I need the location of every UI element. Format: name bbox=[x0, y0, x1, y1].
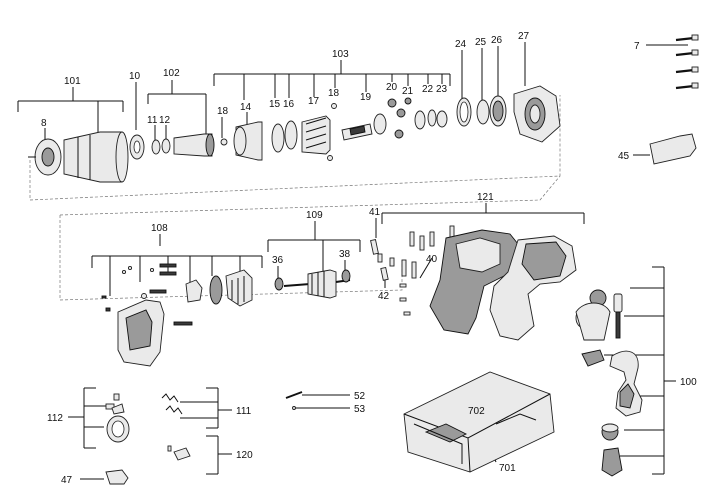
callout-17: 17 bbox=[308, 96, 320, 107]
carry-case-701 bbox=[403, 371, 555, 473]
callout-22: 22 bbox=[422, 84, 434, 95]
callout-7: 7 bbox=[634, 41, 640, 52]
callout-14: 14 bbox=[240, 102, 252, 113]
callout-100: 100 bbox=[680, 377, 697, 388]
upper-assembly-dashed-frame bbox=[29, 95, 561, 201]
callout-41: 41 bbox=[369, 207, 381, 218]
callout-120: 120 bbox=[236, 450, 253, 461]
callout-21: 21 bbox=[402, 86, 414, 97]
callout-112: 112 bbox=[47, 413, 63, 424]
callout-111: 111 bbox=[236, 406, 252, 417]
callout-101: 101 bbox=[64, 76, 81, 87]
callout-18b: 18 bbox=[328, 88, 340, 99]
callout-103: 103 bbox=[332, 49, 349, 60]
callout-701: 701 bbox=[499, 463, 516, 474]
callout-20: 20 bbox=[386, 82, 398, 93]
bearing-rings-part bbox=[456, 95, 507, 127]
callout-26: 26 bbox=[491, 35, 503, 46]
parts-112 bbox=[105, 393, 130, 443]
callout-lines-top bbox=[17, 42, 688, 156]
callout-16: 16 bbox=[283, 99, 295, 110]
callout-18a: 18 bbox=[217, 106, 229, 117]
bits-52-53 bbox=[285, 391, 303, 410]
callout-15: 15 bbox=[269, 99, 281, 110]
housing-parts-108 bbox=[101, 263, 253, 367]
callout-27: 27 bbox=[518, 31, 530, 42]
housing-halves-121 bbox=[429, 229, 577, 341]
hammer-mechanism-103-part bbox=[220, 97, 448, 161]
callout-102: 102 bbox=[163, 68, 180, 79]
callout-40: 40 bbox=[426, 254, 438, 265]
brush-holders-41-42 bbox=[370, 238, 395, 281]
callout-52: 52 bbox=[354, 391, 366, 402]
callout-23: 23 bbox=[436, 84, 448, 95]
callout-labels: 101 8 10 102 11 12 103 18 14 15 16 17 18… bbox=[41, 31, 697, 486]
springs-111 bbox=[161, 393, 183, 415]
motor-armature-109 bbox=[274, 269, 351, 299]
parts-120 bbox=[167, 445, 191, 461]
callout-109: 109 bbox=[306, 210, 323, 221]
callout-42: 42 bbox=[378, 291, 390, 302]
screws-121 bbox=[399, 225, 455, 316]
callout-25: 25 bbox=[475, 37, 487, 48]
callout-53: 53 bbox=[354, 404, 366, 415]
dust-cap-45-part bbox=[649, 133, 697, 165]
handle-assembly-100 bbox=[575, 289, 643, 477]
callout-108: 108 bbox=[151, 223, 168, 234]
callout-8: 8 bbox=[41, 118, 47, 129]
washer-10-part bbox=[129, 134, 145, 160]
callout-121: 121 bbox=[477, 192, 494, 203]
callout-19: 19 bbox=[360, 92, 372, 103]
gear-housing-27-part bbox=[513, 85, 561, 143]
callout-38: 38 bbox=[339, 249, 351, 260]
sleeve-102-part bbox=[151, 133, 215, 157]
callout-12: 12 bbox=[159, 115, 171, 126]
callout-11: 11 bbox=[147, 115, 158, 126]
callout-10: 10 bbox=[129, 71, 141, 82]
callout-24: 24 bbox=[455, 39, 467, 50]
screws-7-part bbox=[675, 34, 699, 90]
chuck-assembly-part bbox=[28, 131, 129, 183]
clip-47 bbox=[105, 469, 129, 485]
callout-45: 45 bbox=[618, 151, 630, 162]
callout-36: 36 bbox=[272, 255, 284, 266]
callout-702: 702 bbox=[468, 406, 485, 417]
callout-47: 47 bbox=[61, 475, 73, 486]
